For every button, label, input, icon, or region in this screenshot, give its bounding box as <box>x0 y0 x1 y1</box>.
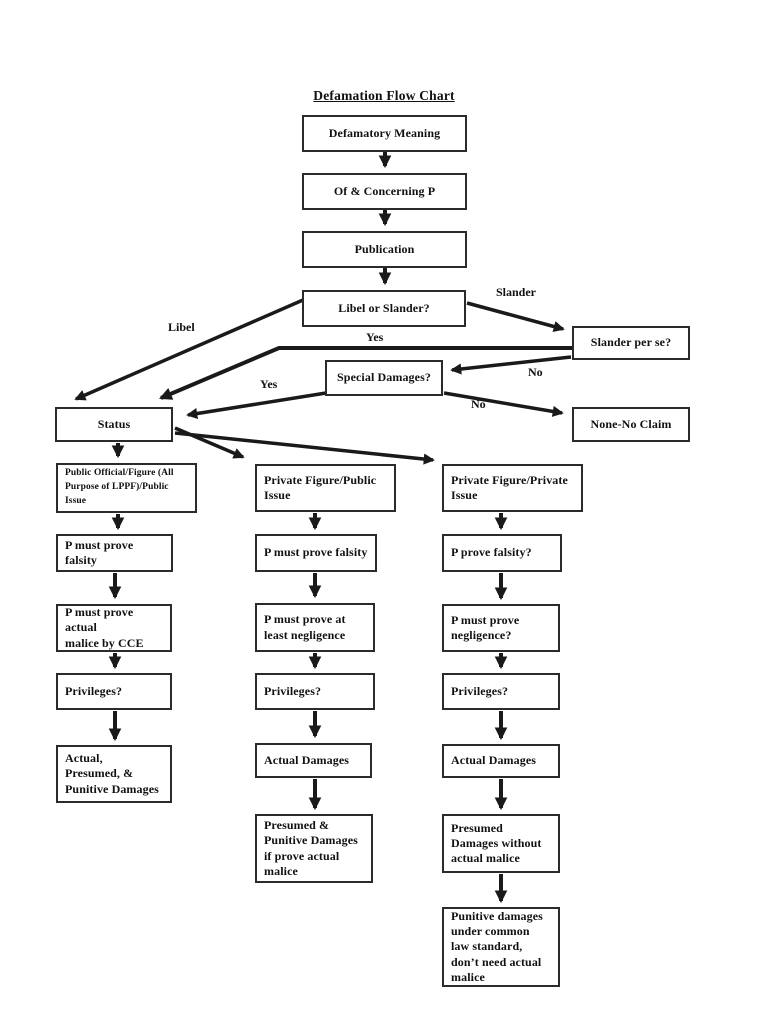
node-col1-actual-malice-cce: P must prove actual malice by CCE <box>56 604 172 652</box>
node-col3-prove-falsity: P prove falsity? <box>442 534 562 572</box>
connector-yes-special-status <box>186 391 327 420</box>
node-special-damages: Special Damages? <box>325 360 443 396</box>
node-col1-damages: Actual, Presumed, & Punitive Damages <box>56 745 172 803</box>
edge-label-no-slander-per-se: No <box>528 365 543 379</box>
node-col2-negligence: P must prove at least negligence <box>255 603 375 652</box>
node-slander-per-se: Slander per se? <box>572 326 690 360</box>
node-libel-or-slander: Libel or Slander? <box>302 290 466 327</box>
edge-label-slander: Slander <box>496 285 537 299</box>
node-private-figure-public-issue: Private Figure/Public Issue <box>255 464 396 512</box>
node-col2-actual-damages: Actual Damages <box>255 743 372 778</box>
edge-label-no-special-damages: No <box>471 397 486 411</box>
connector-no-slanderperse-special <box>450 355 572 375</box>
node-col3-presumed: Presumed Damages without actual malice <box>442 814 560 873</box>
page-title: Defamation Flow Chart <box>313 88 455 103</box>
connector-no-special-noclaim <box>443 391 564 417</box>
connector-libel-status <box>74 298 304 401</box>
node-col1-prove-falsity: P must prove falsity <box>56 534 173 572</box>
connector-status-col3 <box>174 431 435 465</box>
node-col2-presumed-punitive: Presumed & Punitive Damages if prove act… <box>255 814 373 883</box>
node-publication: Publication <box>302 231 467 268</box>
edge-label-yes-special-damages: Yes <box>260 377 278 391</box>
edge-label-yes-slander-per-se: Yes <box>366 330 384 344</box>
node-col3-actual-damages: Actual Damages <box>442 744 560 778</box>
node-none-no-claim: None-No Claim <box>572 407 690 442</box>
node-public-official-figure: Public Official/Figure (All Purpose of L… <box>56 463 197 513</box>
edge-label-libel: Libel <box>168 320 195 334</box>
node-defamatory-meaning: Defamatory Meaning <box>302 115 467 152</box>
node-col3-privileges: Privileges? <box>442 673 560 710</box>
node-col2-privileges: Privileges? <box>255 673 375 710</box>
node-col2-prove-falsity: P must prove falsity <box>255 534 377 572</box>
connector-slander-slanderperse <box>466 301 565 332</box>
connector-yes-slanderperse-status <box>159 346 572 400</box>
node-private-figure-private-issue: Private Figure/Private Issue <box>442 464 583 512</box>
node-of-and-concerning-p: Of & Concerning P <box>302 173 467 210</box>
node-col1-privileges: Privileges? <box>56 673 172 710</box>
node-status: Status <box>55 407 173 442</box>
node-col3-negligence: P must prove negligence? <box>442 604 560 652</box>
node-col3-punitive: Punitive damages under common law standa… <box>442 907 560 987</box>
